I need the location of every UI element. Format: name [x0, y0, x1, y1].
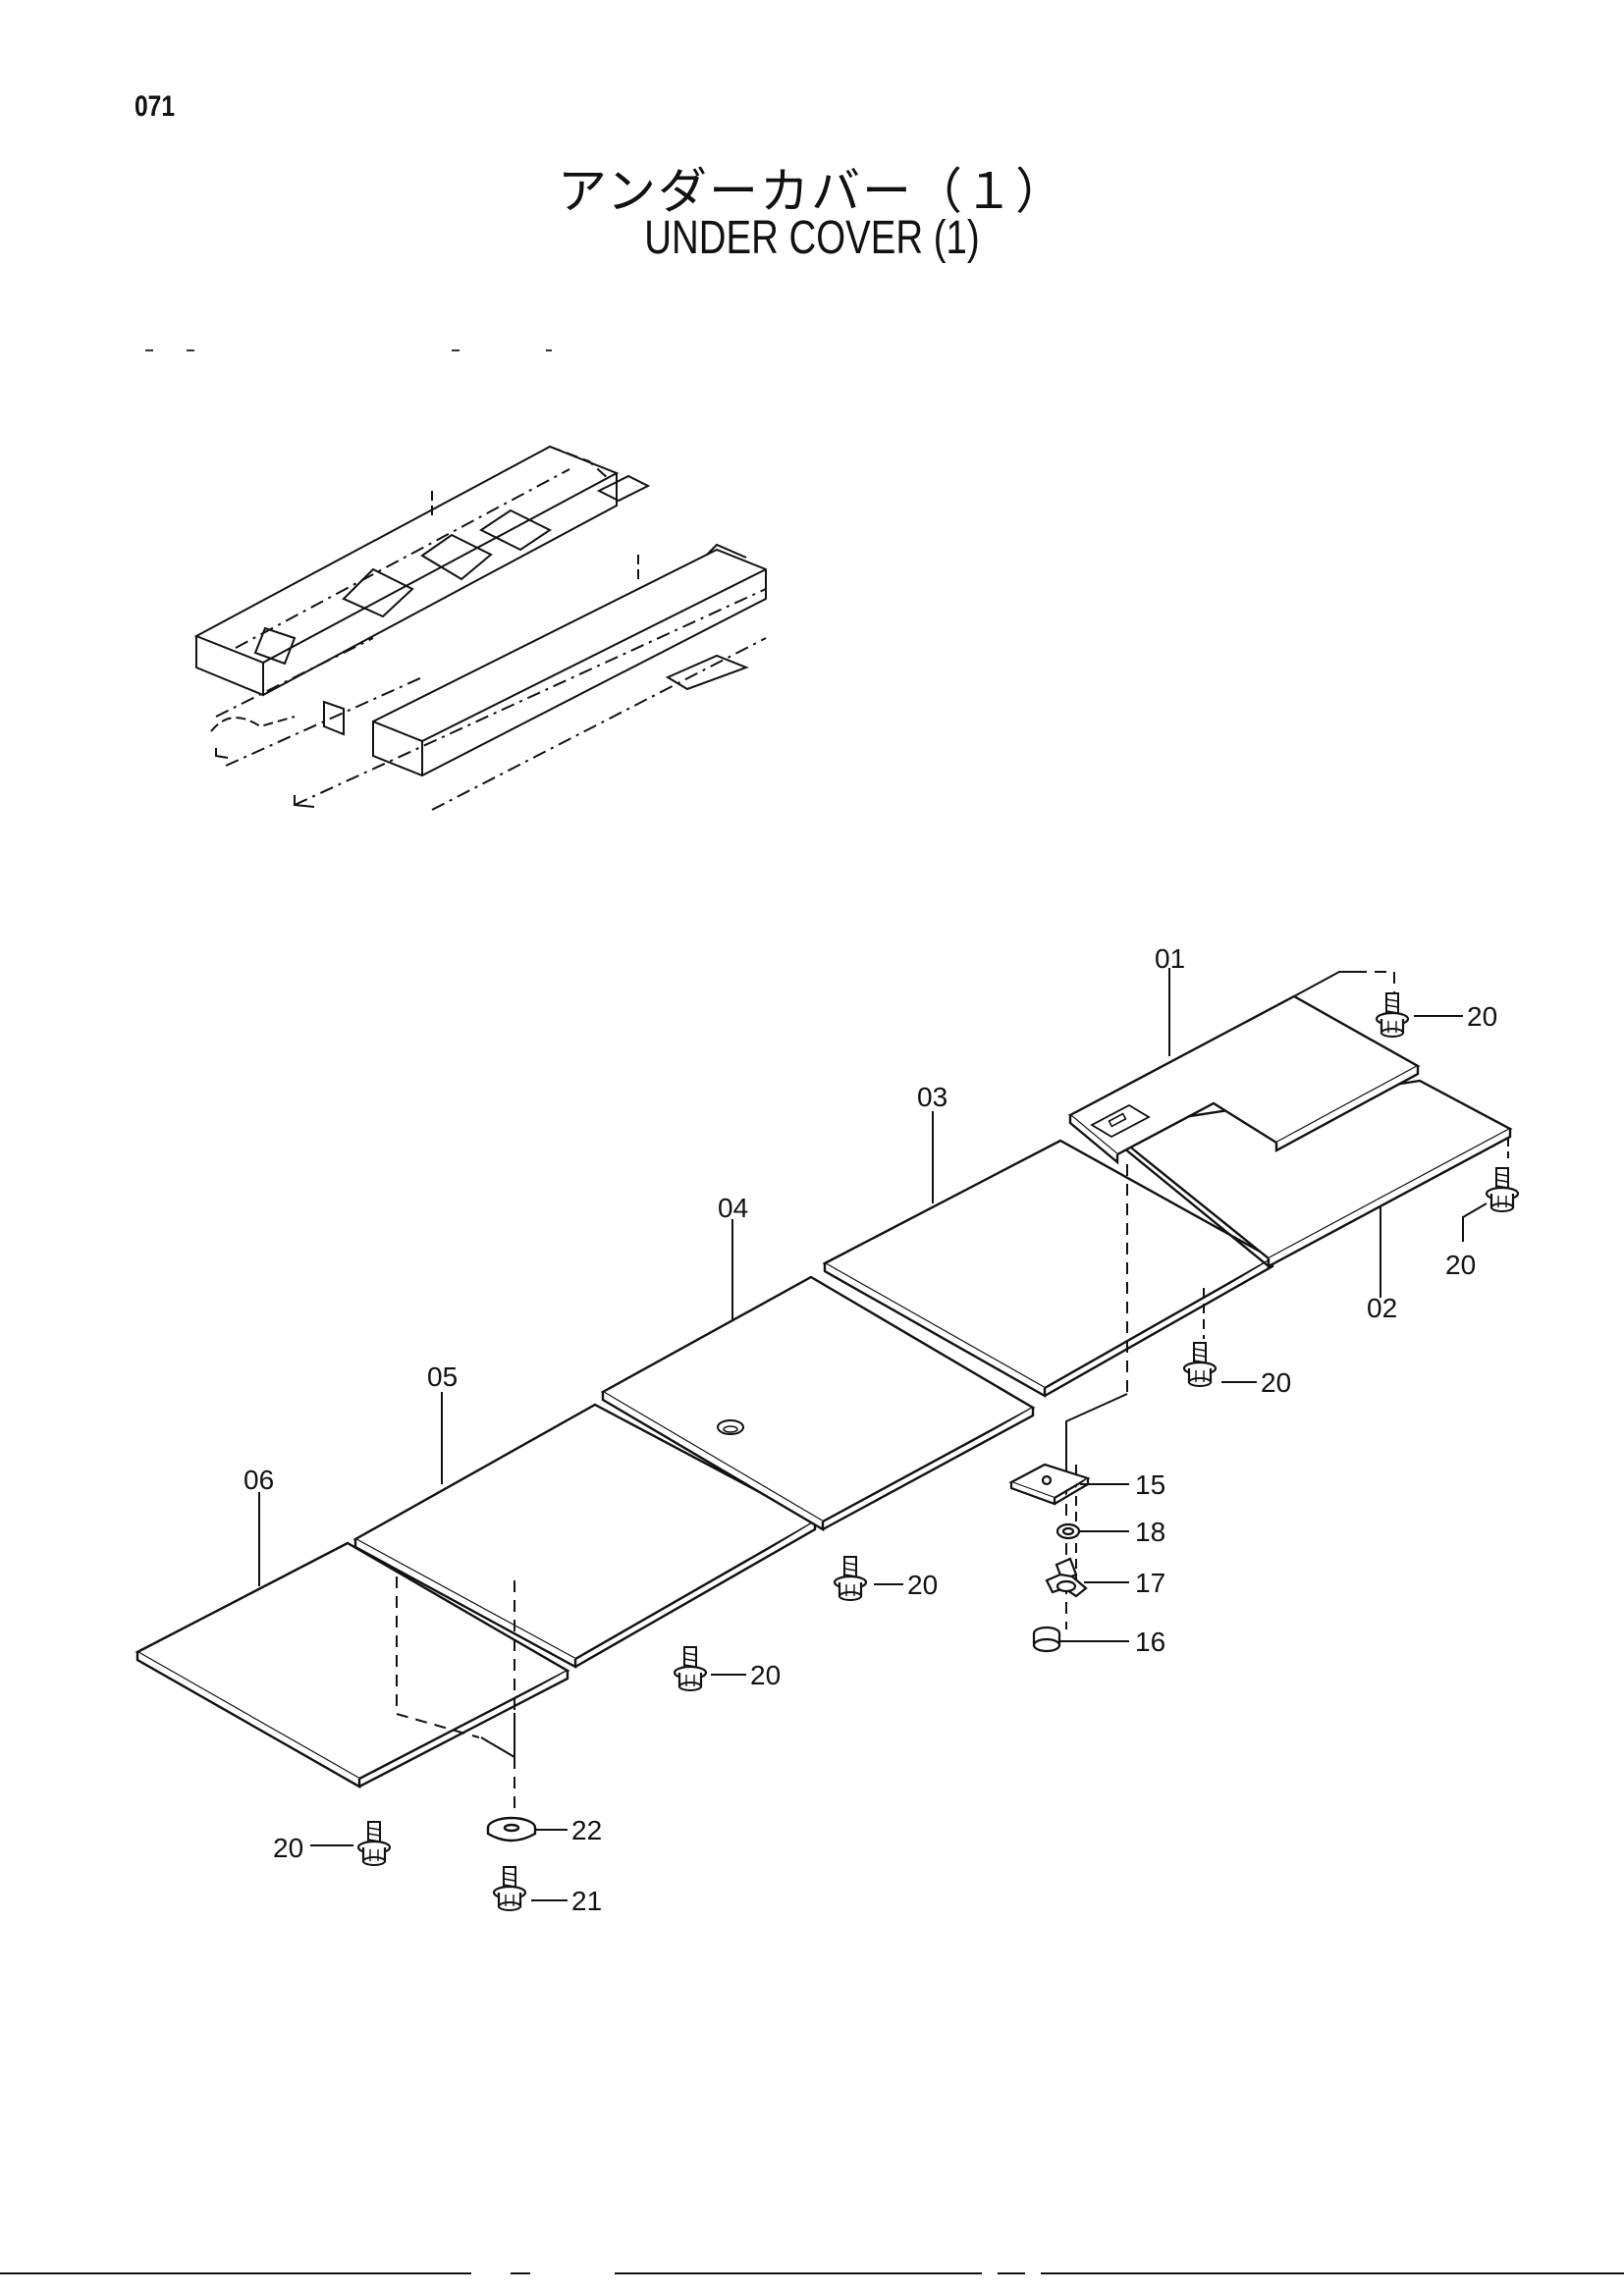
machine-frame-overview	[193, 445, 767, 811]
callout-labels: 01 02 03 04 05 06 15 18 17 16 20 20 20 2…	[244, 943, 1497, 1916]
callout-01: 01	[1155, 943, 1185, 974]
callout-20: 20	[1445, 1250, 1476, 1280]
wing-bolt-part-17	[1045, 1557, 1088, 1598]
callout-17: 17	[1135, 1568, 1165, 1598]
panel-04	[600, 1275, 1036, 1532]
callout-06: 06	[244, 1465, 274, 1495]
callout-20: 20	[907, 1570, 938, 1600]
page-number: 071	[135, 90, 176, 123]
leader-lines	[258, 968, 1488, 1901]
panel-02	[1105, 1079, 1513, 1269]
callout-18: 18	[1135, 1517, 1165, 1547]
panel-03	[822, 1139, 1275, 1399]
washer-part-18	[1056, 1522, 1081, 1540]
nut-part-16	[1032, 1626, 1061, 1653]
spacer-part-22	[486, 1816, 537, 1842]
panel-05	[352, 1403, 818, 1670]
title-japanese: アンダーカバー（１）	[558, 163, 1066, 220]
callout-20: 20	[1261, 1367, 1291, 1398]
bolt-part-21	[492, 1865, 527, 1912]
callout-04: 04	[718, 1193, 748, 1223]
callout-03: 03	[917, 1082, 947, 1112]
callout-20: 20	[1467, 1001, 1497, 1032]
title-english: UNDER COVER (1)	[644, 212, 980, 264]
callout-05: 05	[427, 1362, 458, 1392]
callout-16: 16	[1135, 1627, 1165, 1657]
callout-22: 22	[571, 1815, 602, 1845]
panel-01	[1067, 994, 1421, 1165]
plate-part-15	[1008, 1463, 1091, 1506]
callout-21: 21	[571, 1886, 602, 1916]
callout-02: 02	[1367, 1293, 1397, 1323]
callout-20: 20	[750, 1660, 781, 1690]
callout-15: 15	[1135, 1469, 1165, 1500]
callout-20: 20	[273, 1833, 303, 1863]
